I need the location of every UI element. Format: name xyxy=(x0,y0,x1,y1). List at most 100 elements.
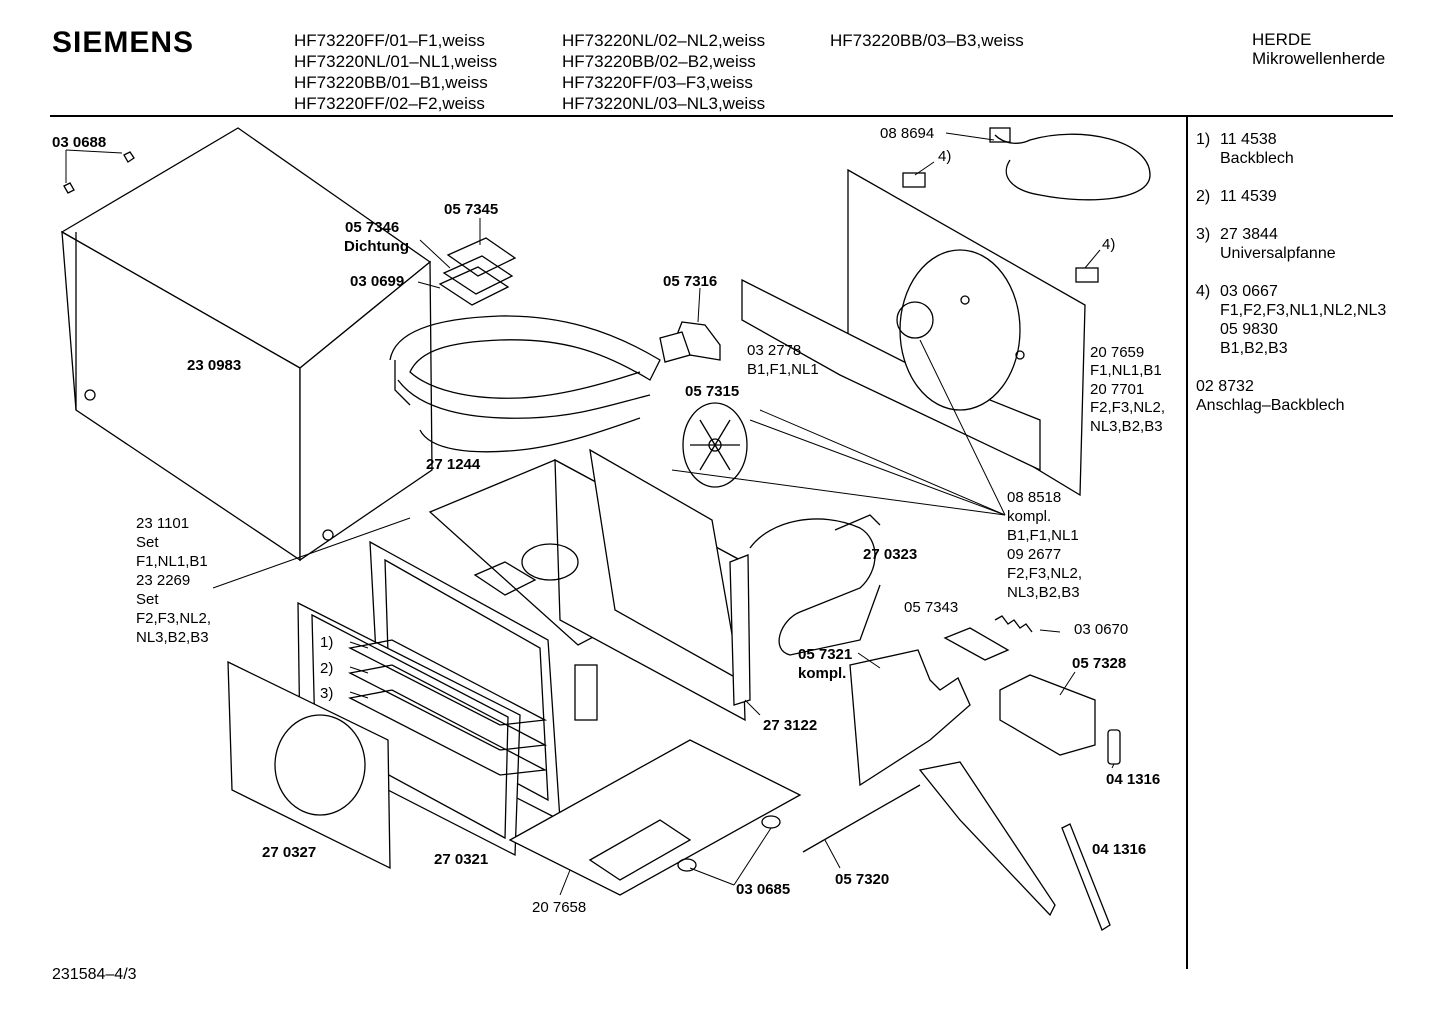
side-note-line: Backblech xyxy=(1220,150,1294,167)
part-label: 08 8518 xyxy=(1007,489,1061,506)
side-note-number: 2) xyxy=(1196,188,1211,205)
mains-cable-shape xyxy=(989,127,1151,201)
part-label: 09 2677 xyxy=(1007,546,1061,563)
model-list-col1: HF73220FF/01–F1,weiss HF73220NL/01–NL1,w… xyxy=(294,30,497,114)
seal-plates-shape xyxy=(438,237,517,306)
category-line1: HERDE xyxy=(1252,30,1312,49)
part-label: 05 7315 xyxy=(685,383,739,400)
part-label: F2,F3,NL2, xyxy=(136,610,211,627)
part-label: Set xyxy=(136,591,159,608)
part-label: 04 1316 xyxy=(1106,771,1160,788)
leader-lines xyxy=(65,132,1115,896)
part-label: 27 0321 xyxy=(434,851,488,868)
part-label: 05 7320 xyxy=(835,871,889,888)
part-label: 05 7345 xyxy=(444,201,498,218)
part-label: 3) xyxy=(320,685,333,702)
side-note-line: 11 4539 xyxy=(1220,188,1277,205)
part-label: NL3,B2,B3 xyxy=(1090,418,1163,435)
side-note-line: 02 8732 xyxy=(1196,378,1254,395)
part-label: 05 7328 xyxy=(1072,655,1126,672)
base-plate-shape xyxy=(508,739,802,896)
model-item: HF73220BB/03–B3,weiss xyxy=(830,31,1024,50)
part-label: 27 3122 xyxy=(763,717,817,734)
side-note: 4) 03 0667 F1,F2,F3,NL1,NL2,NL3 05 9830 B… xyxy=(1196,282,1386,358)
side-note-number: 4) xyxy=(1196,283,1211,300)
part-label: 05 7343 xyxy=(904,599,958,616)
part-label: 1) xyxy=(320,634,333,651)
part-label: F1,NL1,B1 xyxy=(1090,362,1162,379)
side-note: 1) 11 4538 Backblech xyxy=(1196,130,1386,168)
part-label: 03 2778 xyxy=(747,342,801,359)
part-label: 03 0699 xyxy=(350,273,404,290)
drawing-number: 231584–4/3 xyxy=(52,966,137,983)
part-label: 4) xyxy=(938,148,951,165)
side-note-line: Universalpfanne xyxy=(1220,245,1336,262)
part-label: Dichtung xyxy=(344,238,409,255)
model-item: HF73220NL/01–NL1,weiss xyxy=(294,52,498,71)
category-heading: HERDE Mikrowellenherde xyxy=(1252,30,1385,68)
model-list-col3: HF73220BB/03–B3,weiss xyxy=(830,30,1024,51)
side-note-number: 1) xyxy=(1196,131,1211,148)
part-label: B1,F1,NL1 xyxy=(1007,527,1079,544)
side-note-line: 27 3844 xyxy=(1220,226,1278,243)
rear-panel-shape xyxy=(741,168,1086,497)
header-divider xyxy=(50,115,1393,117)
part-label: 03 0670 xyxy=(1074,621,1128,638)
side-note-line: 11 4538 xyxy=(1220,131,1277,148)
part-label: F2,F3,NL2, xyxy=(1090,399,1165,416)
outer-housing-shape xyxy=(60,127,433,562)
part-label: 27 0323 xyxy=(863,546,917,563)
bracket-shape xyxy=(659,321,721,363)
part-label: 04 1316 xyxy=(1092,841,1146,858)
part-label: kompl. xyxy=(798,665,846,682)
part-label: 03 0685 xyxy=(736,881,790,898)
exploded-parts-diagram: 03 0688 05 7345 05 7346 Dichtung 03 0699… xyxy=(52,125,1165,931)
part-label: 08 8694 xyxy=(880,125,934,142)
part-label: 2) xyxy=(320,660,333,677)
part-label: 23 0983 xyxy=(187,357,241,374)
side-note-line: B1,B2,B3 xyxy=(1220,340,1288,357)
part-label: 20 7701 xyxy=(1090,381,1144,398)
model-item: HF73220BB/02–B2,weiss xyxy=(562,52,756,71)
model-item: HF73220FF/03–F3,weiss xyxy=(562,73,753,92)
part-label: 05 7321 xyxy=(798,646,852,663)
convection-fan-shape xyxy=(682,402,748,488)
part-label: F2,F3,NL2, xyxy=(1007,565,1082,582)
door-panel-shape xyxy=(227,660,391,870)
part-label: kompl. xyxy=(1007,508,1051,525)
switch-assembly-shape xyxy=(849,649,971,787)
side-note-line: Anschlag–Backblech xyxy=(1196,397,1345,414)
screw-shape xyxy=(63,151,135,194)
connector-shape xyxy=(902,172,1099,283)
side-note-line: 05 9830 xyxy=(1220,321,1278,338)
door-lock-shape xyxy=(999,674,1096,756)
side-divider xyxy=(1186,117,1188,969)
wiring-harness-shape xyxy=(749,514,881,656)
side-note: 2) 11 4539 xyxy=(1196,187,1386,206)
side-note: 02 8732 Anschlag–Backblech xyxy=(1196,377,1386,415)
side-note-line: F1,F2,F3,NL1,NL2,NL3 xyxy=(1220,302,1387,319)
part-label: F1,NL1,B1 xyxy=(136,553,208,570)
part-label: 20 7659 xyxy=(1090,344,1144,361)
part-label: NL3,B2,B3 xyxy=(136,629,209,646)
door-rod-shape xyxy=(802,761,1056,917)
model-item: HF73220BB/01–B1,weiss xyxy=(294,73,488,92)
side-note-line: 03 0667 xyxy=(1220,283,1278,300)
part-label: 27 0327 xyxy=(262,844,316,861)
baking-tray-shape xyxy=(348,639,548,776)
brand-logo: SIEMENS xyxy=(52,26,195,59)
model-item: HF73220NL/02–NL2,weiss xyxy=(562,31,766,50)
category-line2: Mikrowellenherde xyxy=(1252,49,1386,68)
model-item: HF73220NL/03–NL3,weiss xyxy=(562,94,766,113)
part-label: 05 7316 xyxy=(663,273,717,290)
clip-shape xyxy=(1061,729,1121,931)
grill-heating-element-shape xyxy=(389,315,661,453)
spring-shape xyxy=(943,615,1033,661)
part-label: 23 1101 xyxy=(136,515,189,532)
side-trim-shape xyxy=(729,554,751,706)
part-label: 27 1244 xyxy=(426,456,481,473)
part-label: 05 7346 xyxy=(345,219,399,236)
part-label: 20 7658 xyxy=(532,899,586,916)
side-note-number: 3) xyxy=(1196,226,1211,243)
model-item: HF73220FF/02–F2,weiss xyxy=(294,94,485,113)
